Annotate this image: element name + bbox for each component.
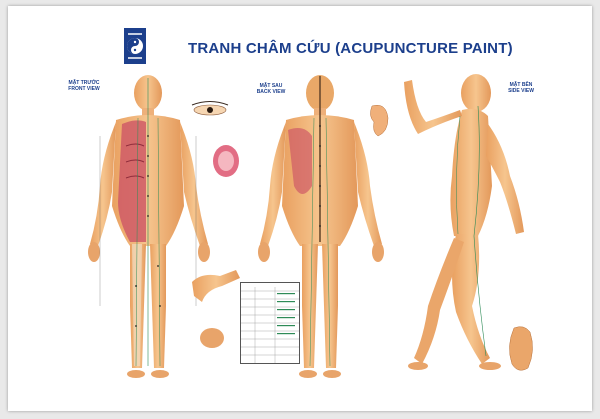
- side-view-label: MẶT BÊN SIDE VIEW: [506, 82, 536, 94]
- front-view-label-en: FRONT VIEW: [68, 86, 100, 92]
- yin-yang-logo-icon: [124, 28, 146, 64]
- side-view-label-vi: MẶT BÊN: [509, 82, 533, 88]
- arm-illustration: [192, 270, 240, 302]
- eye-illustration: [191, 101, 229, 116]
- back-view-figure: [258, 75, 384, 378]
- anatomy-figures: [88, 74, 533, 378]
- front-view-label-vi: MẶT TRƯỚC: [68, 80, 100, 86]
- foot-illustration: [509, 326, 533, 371]
- ear-illustration: [370, 105, 389, 137]
- poster-title: TRANH CHÂM CỨU (ACUPUNCTURE PAINT): [188, 40, 513, 57]
- back-view-label-vi: MẶT SAU: [259, 83, 283, 89]
- acupoint-legend-table: [240, 282, 300, 364]
- legend-table-grid: [241, 287, 299, 363]
- acupuncture-poster: TRANH CHÂM CỨU (ACUPUNCTURE PAINT) MẶT T…: [8, 6, 592, 411]
- back-view-label: MẶT SAU BACK VIEW: [253, 83, 289, 95]
- back-view-label-en: BACK VIEW: [256, 89, 286, 95]
- hand-illustration: [200, 328, 224, 348]
- front-view-label: MẶT TRƯỚC FRONT VIEW: [64, 80, 104, 92]
- side-view-label-en: SIDE VIEW: [508, 88, 534, 94]
- front-view-figure: [88, 75, 210, 378]
- side-view-figure: [404, 74, 524, 370]
- mouth-illustration: [213, 145, 239, 177]
